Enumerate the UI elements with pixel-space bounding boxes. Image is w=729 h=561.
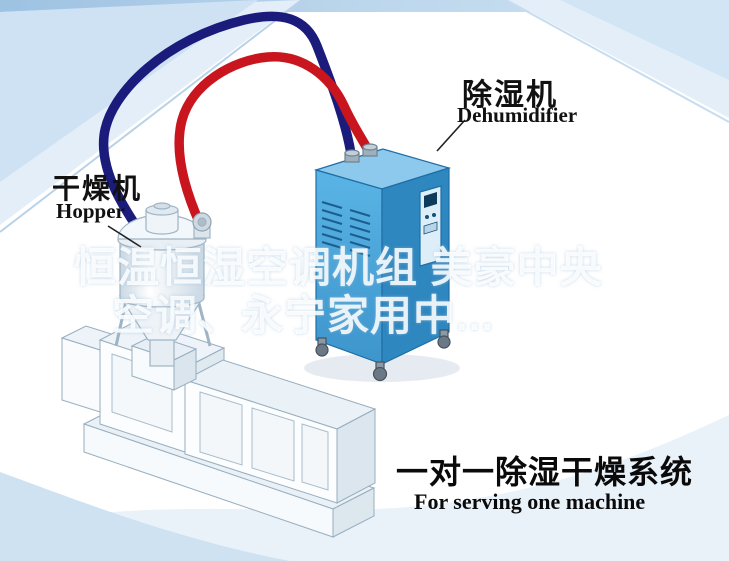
drying-hopper	[114, 202, 212, 367]
hopper-pointer-line	[107, 225, 142, 248]
vent-grille	[321, 200, 371, 258]
dehumidifier-label-zh: 除湿机	[462, 79, 558, 112]
dry-air-pipe	[98, 11, 357, 251]
control-panel	[419, 185, 442, 267]
caption-title-zh: 一对一除湿干燥系统	[396, 454, 694, 490]
caption-title-en: For serving one machine	[414, 489, 646, 514]
return-air-pipe	[174, 52, 375, 229]
watermark-line2: 空调、永宁家用中...	[112, 292, 495, 339]
dehumidifier-unit	[304, 143, 460, 382]
hopper-label-zh: 干燥机	[52, 173, 143, 204]
dehumidifier-label-en: Dehumidifier	[457, 103, 578, 127]
dehumidifier-pointer-line	[436, 119, 466, 152]
hopper-label-en: Hopper	[56, 199, 125, 223]
watermark-line1: 恒温恒湿空调机组 美豪中央	[74, 244, 603, 291]
pipe-fittings	[344, 143, 378, 163]
extruder-machine	[60, 319, 377, 538]
casters	[315, 329, 451, 382]
